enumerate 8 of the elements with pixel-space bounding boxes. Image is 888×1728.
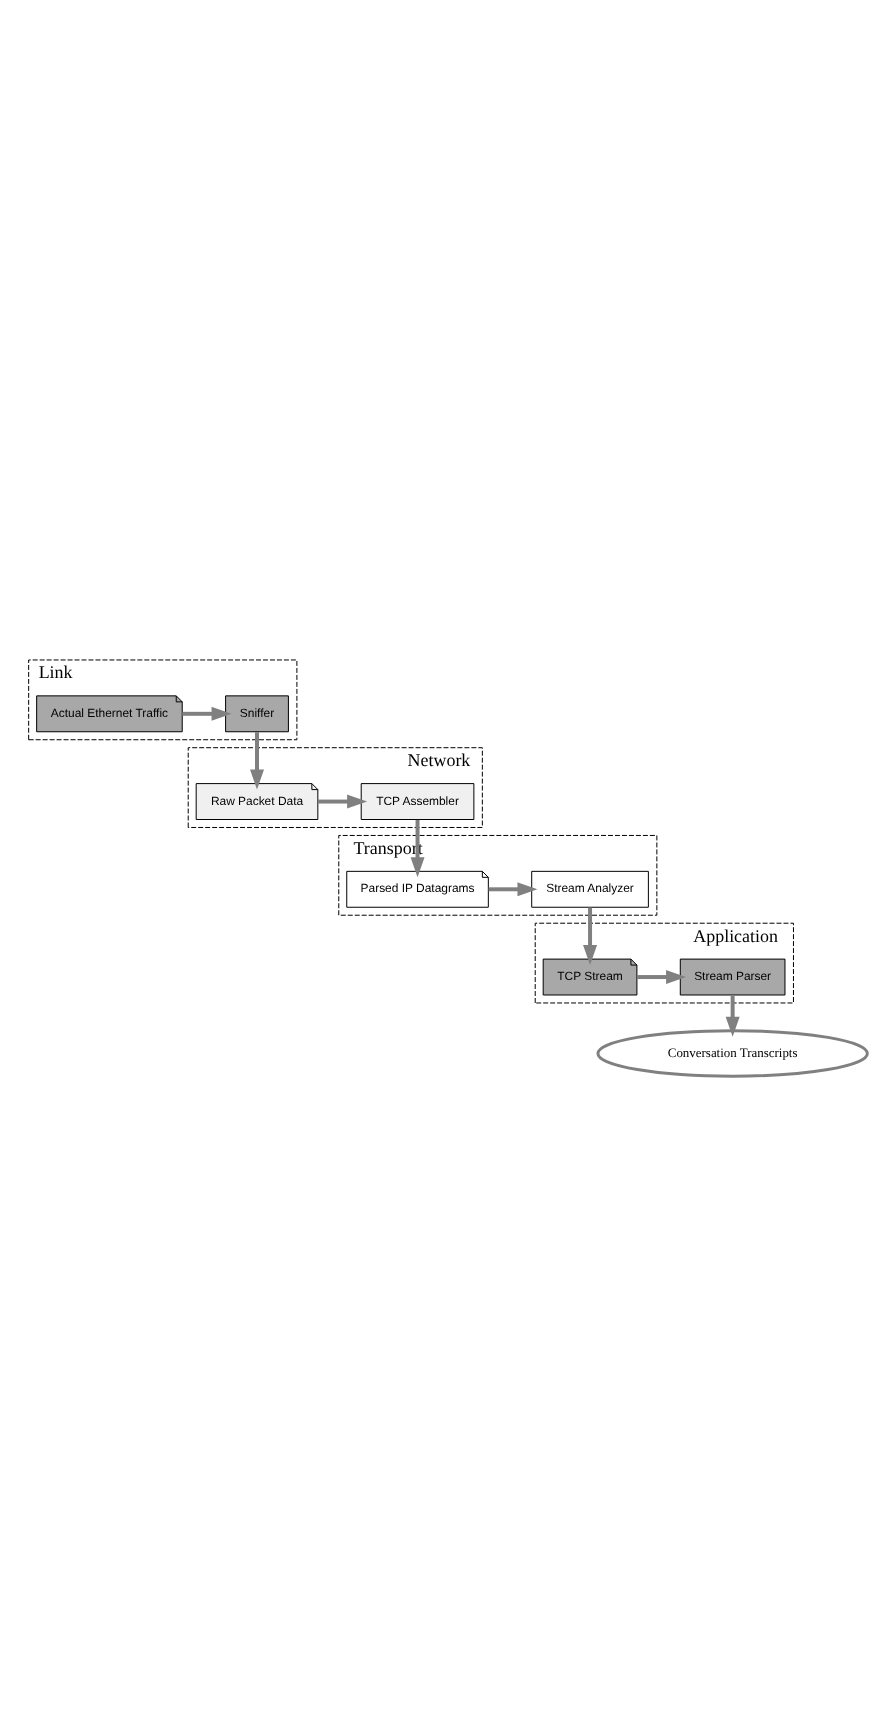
arrow: [488, 882, 538, 897]
arrow: [410, 819, 425, 878]
arrow: [725, 995, 740, 1037]
arrow: [583, 907, 598, 966]
arrow: [250, 732, 264, 790]
arrow: [182, 706, 232, 721]
arrow: [637, 970, 687, 985]
arrow: [317, 794, 368, 809]
